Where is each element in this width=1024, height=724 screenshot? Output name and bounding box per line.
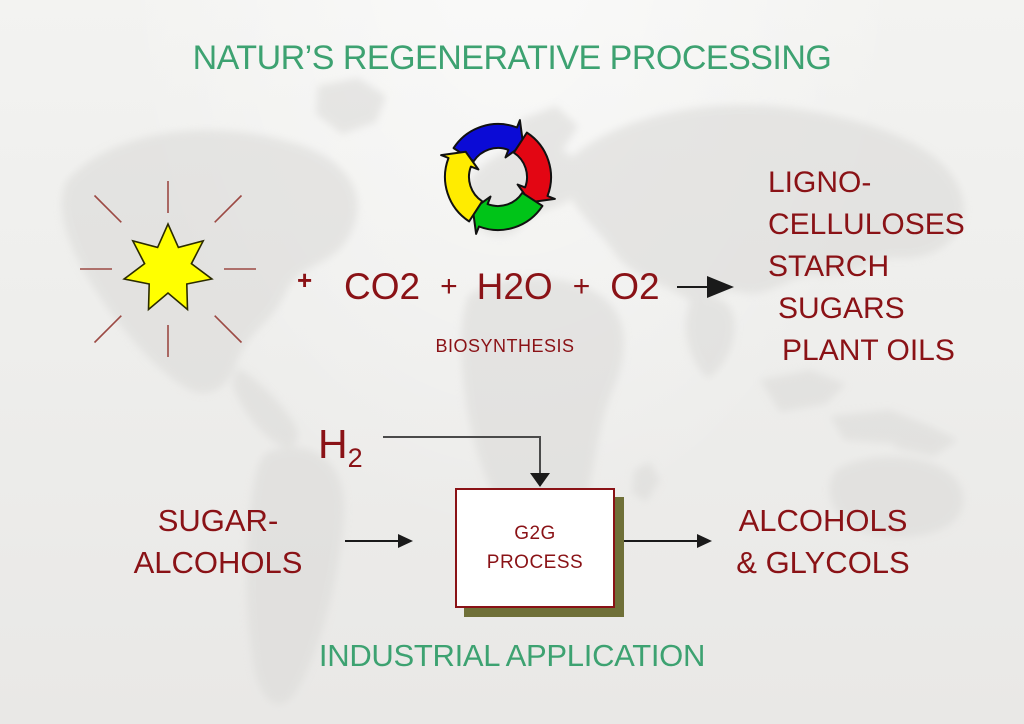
- output-line-1: ALCOHOLS: [738, 503, 908, 538]
- arrow-head: [398, 534, 413, 548]
- formula-plus-prefix: +: [297, 265, 313, 295]
- sun-icon: [58, 162, 278, 382]
- arrow-shaft: [677, 286, 707, 288]
- hydrogen-symbol: H: [318, 421, 348, 467]
- recycle-cycle-icon: [440, 119, 556, 240]
- product-item: SUGARS: [778, 292, 905, 325]
- right-arrow-icon-output: [624, 534, 712, 548]
- hydrogen-subscript: 2: [347, 443, 363, 473]
- input-label: SUGAR- ALCOHOLS: [98, 500, 338, 584]
- formula-plus-1: +: [440, 270, 458, 303]
- footer-title: INDUSTRIAL APPLICATION: [318, 638, 706, 673]
- page-title: NATUR’S REGENERATIVE PROCESSING: [192, 39, 832, 77]
- right-arrow-icon-input: [345, 534, 413, 548]
- h2-connector-horizontal: [383, 436, 541, 438]
- product-item: CELLULOSES: [768, 208, 965, 241]
- product-item: STARCH: [768, 250, 890, 283]
- arrow-shaft: [345, 540, 398, 542]
- products-list: LIGNO- CELLULOSES STARCH SUGARS PLANT OI…: [768, 162, 965, 372]
- output-line-2: & GLYCOLS: [736, 545, 910, 580]
- g2g-process-box: G2G PROCESS: [455, 488, 615, 608]
- arrow-head: [707, 276, 734, 298]
- product-item: PLANT OILS: [782, 334, 955, 367]
- process-box-line-2: PROCESS: [486, 552, 584, 573]
- down-arrow-icon: [530, 473, 550, 487]
- formula-term-co2: CO2: [344, 266, 421, 307]
- formula-term-o2: O2: [610, 266, 660, 307]
- product-item: LIGNO-: [768, 166, 872, 199]
- arrow-head: [697, 534, 712, 548]
- formula-row: CO2 + H2O + O2: [344, 266, 660, 308]
- hydrogen-label: H2: [318, 421, 363, 481]
- formula-term-h2o: H2O: [476, 266, 553, 307]
- arrow-shaft: [624, 540, 697, 542]
- formula-plus-2: +: [572, 270, 591, 303]
- output-label: ALCOHOLS & GLYCOLS: [700, 500, 946, 584]
- biosynthesis-label: BIOSYNTHESIS: [435, 336, 575, 356]
- process-box-line-1: G2G: [514, 523, 556, 544]
- h2-connector-vertical: [539, 437, 541, 475]
- input-line-1: SUGAR-: [157, 503, 279, 538]
- right-arrow-icon-products: [677, 276, 734, 298]
- input-line-2: ALCOHOLS: [133, 545, 303, 580]
